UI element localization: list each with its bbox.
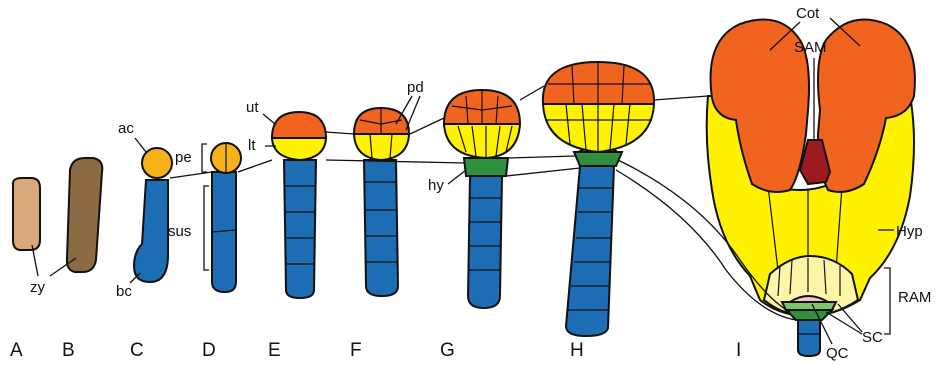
- basal-cell: [134, 180, 168, 282]
- upper-tier-e: [272, 112, 326, 138]
- stage-b-zygote: [67, 158, 102, 272]
- stage-d: [211, 143, 241, 292]
- label-ac: ac: [118, 120, 134, 137]
- hypophysis-derived: [786, 310, 832, 320]
- lower-tier-e: [272, 138, 326, 160]
- suspensor-f: [364, 160, 398, 296]
- stage-letter-d: D: [202, 340, 216, 361]
- root-stub: [798, 318, 820, 356]
- stage-i: [707, 20, 915, 356]
- apical-cell: [142, 148, 172, 178]
- stage-letter-g: G: [440, 340, 455, 361]
- label-hyp: Hyp: [896, 223, 923, 240]
- lower-tier-f: [354, 134, 409, 160]
- label-lt: lt: [248, 137, 256, 154]
- label-bc: bc: [116, 283, 132, 300]
- label-sam: SAM: [794, 39, 827, 56]
- columella: [782, 302, 836, 310]
- stage-h: [543, 62, 654, 336]
- suspensor-g: [468, 176, 502, 308]
- label-hy: hy: [428, 177, 444, 194]
- label-qc: QC: [826, 345, 849, 362]
- stage-letter-f: F: [350, 340, 362, 361]
- label-sc: SC: [862, 329, 883, 346]
- stage-e: [272, 112, 326, 298]
- stage-letter-i: I: [736, 340, 741, 361]
- label-ram: RAM: [898, 289, 931, 306]
- label-pd: pd: [407, 79, 424, 96]
- suspensor-e: [284, 160, 316, 298]
- label-pe: pe: [175, 149, 192, 166]
- hypophysis-g: [464, 158, 508, 176]
- label-cot: Cot: [796, 5, 820, 22]
- label-zy: zy: [30, 279, 46, 296]
- stage-letter-e: E: [268, 340, 281, 361]
- stage-g: [444, 90, 520, 308]
- hypophysis-h: [574, 152, 622, 166]
- label-sus: sus: [168, 223, 191, 240]
- stage-letter-b: B: [62, 340, 75, 361]
- zygote-cell: [13, 178, 40, 250]
- stage-a-zygote: [13, 178, 40, 250]
- stage-c: [134, 148, 172, 282]
- stage-letter-a: A: [10, 340, 23, 361]
- label-ut: ut: [246, 99, 259, 116]
- stage-letter-c: C: [130, 340, 144, 361]
- stage-f: [354, 108, 409, 296]
- elongated-zygote-cell: [67, 158, 102, 272]
- stage-letter-h: H: [570, 340, 584, 361]
